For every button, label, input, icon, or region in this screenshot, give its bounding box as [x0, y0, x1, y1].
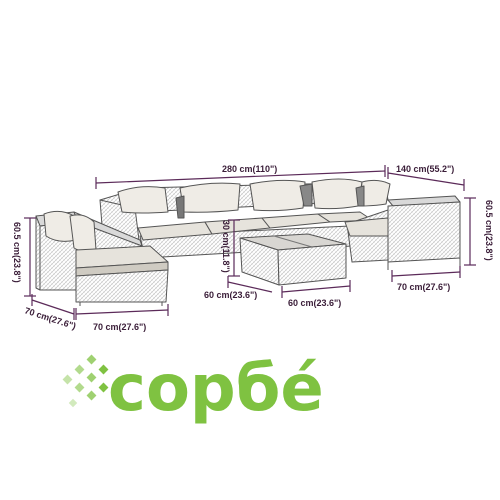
table-width-label: 60 cm(23.6"): [288, 298, 341, 308]
furniture-illustration: [35, 178, 461, 306]
right-height-label: 60.5 cm(23.8"): [484, 200, 494, 261]
brand-name: сорбé: [108, 352, 324, 426]
brand-mosaic-icon: [62, 354, 109, 408]
table-depth-label: 60 cm(23.6"): [204, 290, 257, 300]
total-depth-label: 140 cm(55.2"): [396, 164, 454, 174]
brand-logo: сорбé: [62, 352, 324, 426]
total-width-label: 280 cm(110"): [222, 164, 277, 174]
left-chair-module: [35, 210, 169, 306]
right-width-label: 70 cm(27.6"): [397, 282, 450, 292]
coffee-table: [239, 233, 347, 286]
right-corner-module: [344, 195, 461, 270]
left-height-label: 60.5 cm(23.8"): [12, 222, 22, 283]
left-width-label: 70 cm(27.6"): [93, 322, 146, 332]
seat-height-label: 30 cm(11.8"): [221, 220, 231, 273]
left-depth-label: 70 cm(27.6"): [23, 305, 77, 331]
